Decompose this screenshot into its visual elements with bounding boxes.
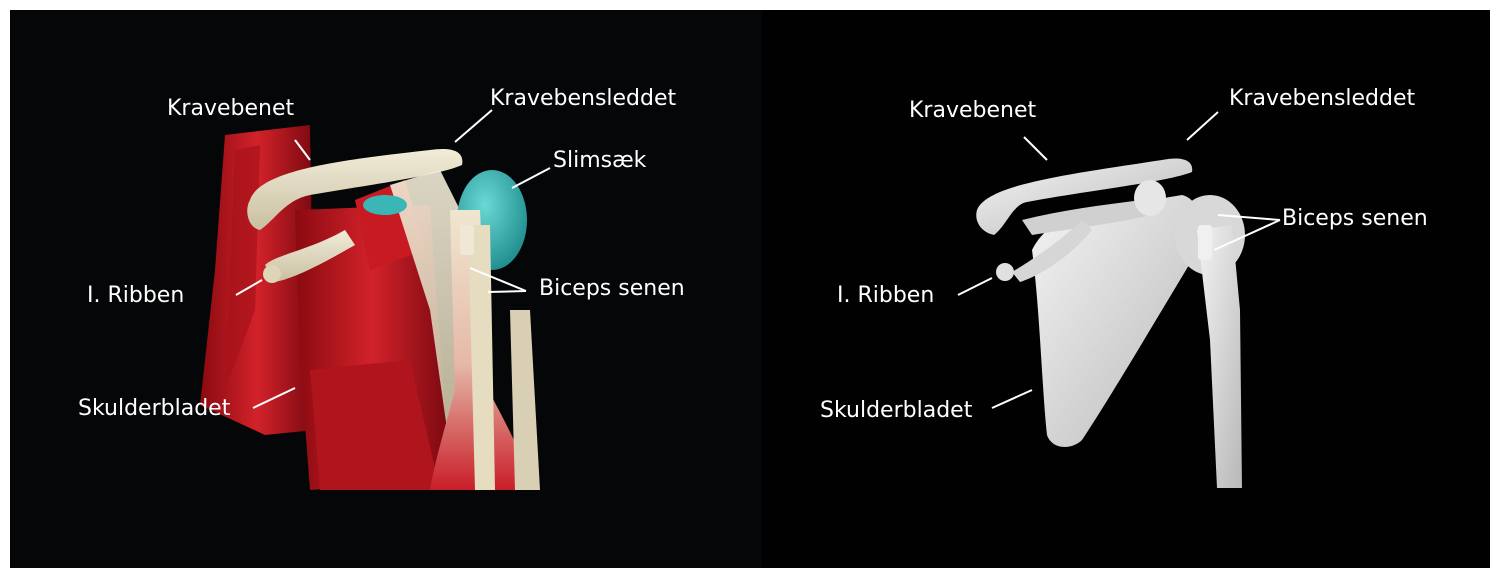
ribben-label: I. Ribben [87,285,184,307]
right-anatomy-panel: Kravebenet Kravebensleddet Biceps senen … [762,10,1490,568]
kravebensleddet-label: Kravebensleddet [490,88,676,110]
humerus-gray-shape [1197,225,1242,488]
biceps-label-right: Biceps senen [1282,208,1428,230]
ribben-label-right: I. Ribben [837,285,934,307]
kravebenet-label-right: Kravebenet [909,100,1036,122]
kravebensleddet-label-right: Kravebensleddet [1229,88,1415,110]
skulderbladet-label: Skulderbladet [78,398,230,420]
slimsaek-label: Slimsæk [553,150,646,172]
kravebenet-label: Kravebenet [167,98,294,120]
skulderbladet-label-right: Skulderbladet [820,400,972,422]
left-anatomy-panel: Kravebenet Kravebensleddet Slimsæk I. Ri… [10,10,762,568]
biceps-label: Biceps senen [539,278,685,300]
